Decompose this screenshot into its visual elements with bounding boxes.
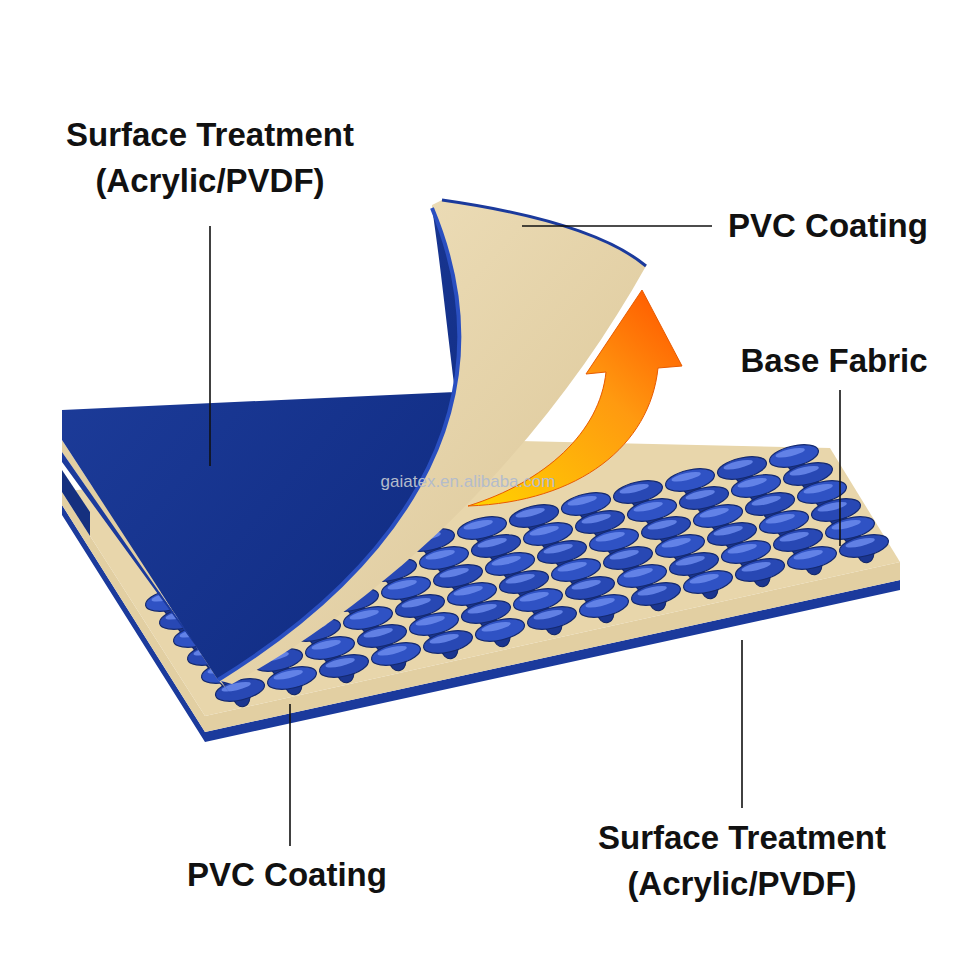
yarn-highlight bbox=[425, 548, 456, 562]
yarn-highlight bbox=[505, 572, 536, 586]
yarn-highlight bbox=[529, 524, 560, 538]
weft-yarn bbox=[369, 639, 422, 670]
layer-label: PVC Coating bbox=[708, 203, 948, 249]
leader-line bbox=[522, 225, 712, 227]
weft-yarn bbox=[421, 627, 474, 658]
yarn-highlight bbox=[727, 542, 758, 556]
yarn-cell bbox=[837, 531, 892, 569]
layer-label: Surface Treatment (Acrylic/PVDF) bbox=[552, 815, 932, 907]
yarn-highlight bbox=[533, 608, 564, 622]
yarn-highlight bbox=[349, 608, 380, 622]
yarn-highlight bbox=[311, 638, 342, 652]
yarn-cell bbox=[369, 639, 424, 677]
yarn-highlight bbox=[675, 554, 706, 568]
yarn-highlight bbox=[519, 590, 550, 604]
yarn-highlight bbox=[699, 506, 730, 520]
weft-yarn bbox=[577, 591, 630, 622]
yarn-highlight bbox=[415, 614, 446, 628]
leader-line bbox=[289, 704, 291, 846]
yarn-highlight bbox=[477, 536, 508, 550]
weft-yarn bbox=[681, 567, 734, 598]
yarn-highlight bbox=[779, 530, 810, 544]
yarn-highlight bbox=[737, 476, 768, 490]
leader-line bbox=[741, 640, 743, 808]
yarn-cell bbox=[733, 555, 788, 593]
yarn-highlight bbox=[831, 518, 862, 532]
yarn-highlight bbox=[803, 482, 834, 496]
yarn-highlight bbox=[661, 536, 692, 550]
yarn-highlight bbox=[595, 530, 626, 544]
yarn-cell bbox=[681, 567, 736, 605]
leader-line bbox=[209, 226, 211, 466]
weft-yarn bbox=[525, 603, 578, 634]
curl-top-edge bbox=[442, 200, 646, 266]
yarn-highlight bbox=[789, 464, 820, 478]
yarn-highlight bbox=[467, 602, 498, 616]
yarn-highlight bbox=[609, 548, 640, 562]
yarn-highlight bbox=[637, 584, 668, 598]
yarn-highlight bbox=[557, 560, 588, 574]
yarn-highlight bbox=[689, 572, 720, 586]
yarn-highlight bbox=[377, 644, 408, 658]
yarn-highlight bbox=[463, 518, 494, 532]
yarn-highlight bbox=[491, 554, 522, 568]
yarn-highlight bbox=[671, 470, 702, 484]
weft-yarn bbox=[733, 555, 786, 586]
weft-yarn bbox=[837, 531, 890, 562]
yarn-highlight bbox=[453, 584, 484, 598]
surface-treatment-face bbox=[62, 208, 459, 680]
yarn-highlight bbox=[623, 566, 654, 580]
yarn-highlight bbox=[585, 596, 616, 610]
yarn-highlight bbox=[845, 536, 876, 550]
yarn-highlight bbox=[619, 482, 650, 496]
weft-yarn bbox=[785, 543, 838, 574]
watermark: gaiatex.en.alibaba.com bbox=[348, 470, 588, 494]
yarn-cell bbox=[421, 627, 476, 665]
weft-yarn bbox=[473, 615, 526, 646]
yarn-highlight bbox=[751, 494, 782, 508]
yarn-highlight bbox=[793, 548, 824, 562]
layer-label: Surface Treatment (Acrylic/PVDF) bbox=[20, 112, 400, 204]
weft-yarn bbox=[317, 651, 370, 682]
layer-label: PVC Coating bbox=[157, 852, 417, 898]
yarn-highlight bbox=[273, 668, 304, 682]
leader-line bbox=[839, 390, 841, 546]
yarn-highlight bbox=[401, 596, 432, 610]
yarn-highlight bbox=[325, 656, 356, 670]
yarn-highlight bbox=[713, 524, 744, 538]
yarn-highlight bbox=[817, 500, 848, 514]
yarn-highlight bbox=[429, 632, 460, 646]
yarn-highlight bbox=[387, 578, 418, 592]
yarn-highlight bbox=[647, 518, 678, 532]
yarn-highlight bbox=[439, 566, 470, 580]
yarn-cell bbox=[577, 591, 632, 629]
yarn-cell bbox=[265, 663, 320, 701]
layer-label: Base Fabric bbox=[714, 338, 954, 384]
weft-yarn bbox=[629, 579, 682, 610]
yarn-highlight bbox=[581, 512, 612, 526]
yarn-cell bbox=[785, 543, 840, 581]
layer-gap bbox=[62, 470, 90, 536]
yarn-highlight bbox=[543, 542, 574, 556]
yarn-highlight bbox=[775, 446, 806, 460]
leader-lines bbox=[210, 226, 840, 846]
yarn-highlight bbox=[741, 560, 772, 574]
yarn-highlight bbox=[481, 620, 512, 634]
yarn-highlight bbox=[571, 578, 602, 592]
yarn-cell bbox=[317, 651, 372, 689]
yarn-cell bbox=[525, 603, 580, 641]
yarn-highlight bbox=[567, 494, 598, 508]
yarn-highlight bbox=[515, 506, 546, 520]
yarn-highlight bbox=[633, 500, 664, 514]
yarn-cell bbox=[629, 579, 684, 617]
weft-yarn bbox=[265, 663, 318, 694]
yarn-highlight bbox=[685, 488, 716, 502]
yarn-cell bbox=[473, 615, 528, 653]
yarn-highlight bbox=[765, 512, 796, 526]
yarn-highlight bbox=[723, 458, 754, 472]
curl-blue-rim bbox=[218, 208, 459, 680]
yarn-highlight bbox=[363, 626, 394, 640]
